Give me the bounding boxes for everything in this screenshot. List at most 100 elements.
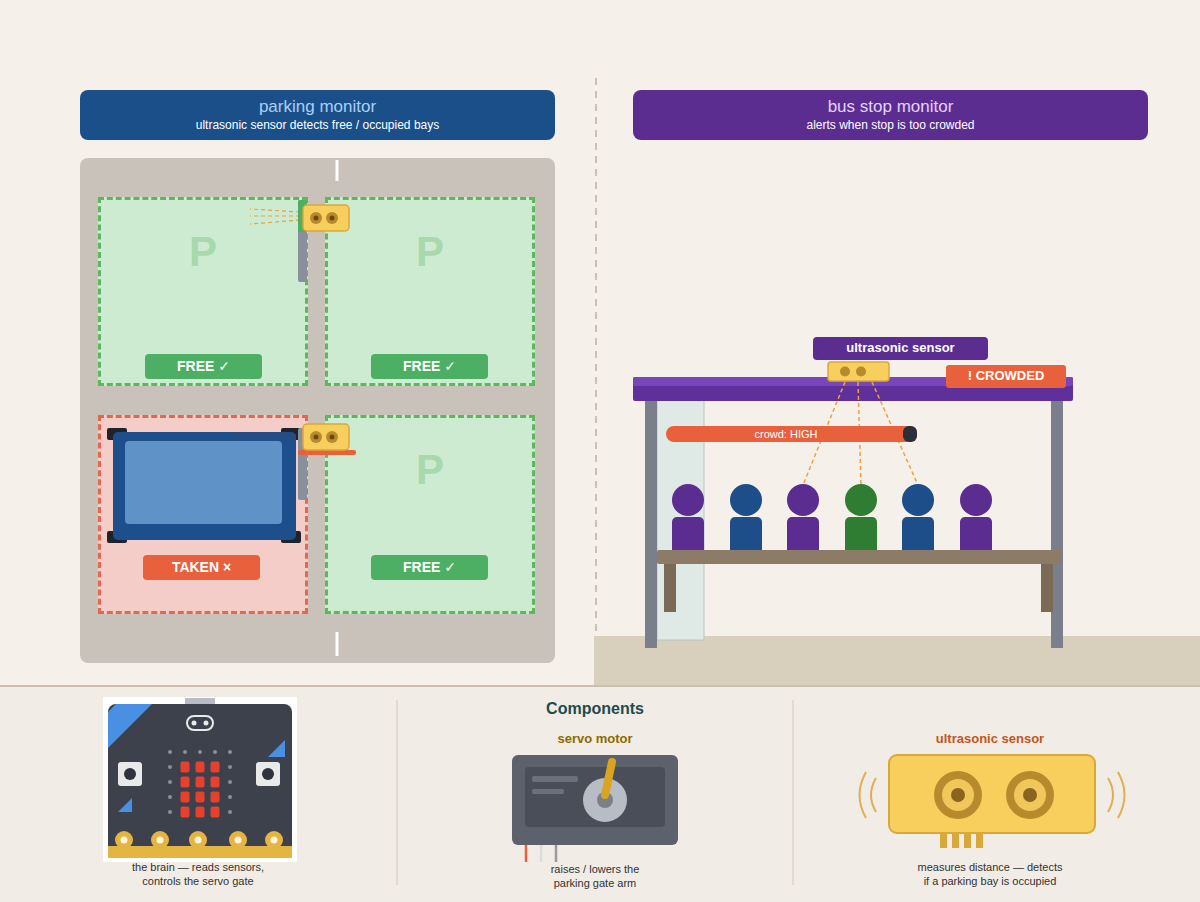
person-body: [787, 517, 819, 563]
part-name: servo motor: [495, 731, 695, 748]
servo-hub: [597, 792, 613, 808]
board-logo: [204, 721, 209, 726]
sensor-beam: [250, 209, 300, 212]
ultrasonic-sensor: [828, 362, 889, 381]
car-tyre: [281, 531, 301, 543]
pin-hole: [157, 837, 164, 844]
led-on: [181, 807, 190, 818]
part-caption: the brain — reads sensors, controls the …: [123, 860, 273, 889]
sensor-pin: [976, 832, 983, 848]
sensor-eye: [310, 431, 322, 443]
led-off: [228, 780, 232, 784]
parking-bay: PFREE ✓: [325, 415, 535, 614]
servo-wire: [525, 845, 528, 862]
led-on: [181, 792, 190, 803]
sensor-eye: [1006, 771, 1054, 819]
sound-wave: [1118, 772, 1125, 818]
person-body: [902, 517, 934, 563]
sound-wave: [871, 778, 876, 812]
led-off: [213, 750, 217, 754]
parking-bay: PFREE ✓: [98, 197, 308, 386]
sensor-eye: [326, 212, 338, 224]
led-off: [168, 765, 172, 769]
sensor-eye: [330, 216, 335, 221]
person-body: [730, 517, 762, 563]
pin-hole: [195, 837, 202, 844]
part-name: ultrasonic sensor: [890, 731, 1090, 748]
bench-leg: [664, 563, 676, 612]
board-corner: [268, 740, 285, 757]
photo-frame: [103, 697, 297, 862]
sensor-eye: [951, 788, 965, 802]
person-body: [845, 517, 877, 563]
sensor-eye: [942, 779, 974, 811]
button-b: [256, 762, 280, 786]
node-text: ! CROWDED: [946, 365, 1066, 388]
node-text: ultrasonic sensor: [813, 337, 988, 360]
button-a: [118, 762, 142, 786]
led-on: [196, 777, 205, 788]
board-corner: [108, 704, 152, 748]
board-logo: [192, 721, 197, 726]
sensor-pin: [964, 832, 971, 848]
edge-connector: [108, 846, 292, 858]
card-divider: [396, 700, 398, 885]
sensor-eye: [1023, 788, 1037, 802]
led-off: [228, 750, 232, 754]
led-off: [228, 810, 232, 814]
car-grille: [238, 435, 296, 438]
sensor-eye: [326, 431, 338, 443]
car-tyre: [107, 531, 127, 543]
gate-post: [298, 200, 307, 282]
sensor-eye: [314, 216, 319, 221]
sensor-eye: [856, 367, 866, 377]
lane-marking: [336, 632, 339, 656]
led-on: [181, 762, 190, 773]
ground: [594, 636, 1200, 686]
board-logo: [187, 716, 213, 730]
person-head: [902, 484, 934, 516]
person-head: [672, 484, 704, 516]
sensor-beam: [250, 215, 300, 216]
sensor-pin: [952, 832, 959, 848]
bench-seat: [657, 550, 1062, 564]
crowd-bar-cap: [903, 426, 917, 442]
car-tyre: [281, 428, 301, 440]
pin-pad: [265, 831, 283, 849]
person-body: [960, 517, 992, 563]
led-on: [196, 792, 205, 803]
part-caption: raises / lowers the parking gate arm: [540, 862, 650, 891]
sensor-tag: ultrasonic sensor: [813, 337, 988, 360]
person-head: [730, 484, 762, 516]
sensor-pin: [940, 832, 947, 848]
node-text: ultrasonic sensor detects free / occupie…: [80, 117, 555, 134]
node-text: bus stop monitor: [633, 96, 1148, 117]
button-b: [262, 768, 274, 780]
led-off: [183, 750, 187, 754]
led-off: [168, 795, 172, 799]
sensor-eye: [310, 212, 322, 224]
led-off: [168, 810, 172, 814]
node-text: crowd: HIGH: [666, 426, 906, 442]
board-corner: [118, 798, 132, 812]
bay-fill: [325, 415, 535, 614]
gate-arm-up: [298, 200, 307, 232]
parking-bay: TAKEN ×: [98, 415, 308, 614]
shelter-post: [645, 398, 657, 648]
led-on: [196, 762, 205, 773]
servo-wire: [540, 845, 543, 862]
node-text: FREE ✓: [371, 555, 488, 580]
node-text: alerts when stop is too crowded: [633, 117, 1148, 134]
header-band: bus stop monitoralerts when stop is too …: [633, 90, 1148, 140]
usb-tab: [185, 698, 215, 706]
car-tyre: [107, 428, 127, 440]
node-text: FREE ✓: [371, 354, 488, 379]
microbit-board: [108, 704, 292, 858]
button-a: [124, 768, 136, 780]
pin-pad: [189, 831, 207, 849]
ultrasonic-sensor: [889, 755, 1095, 833]
servo-face: [525, 767, 665, 827]
bay-fill: [325, 197, 535, 386]
led-off: [228, 795, 232, 799]
pin-hole: [121, 837, 128, 844]
